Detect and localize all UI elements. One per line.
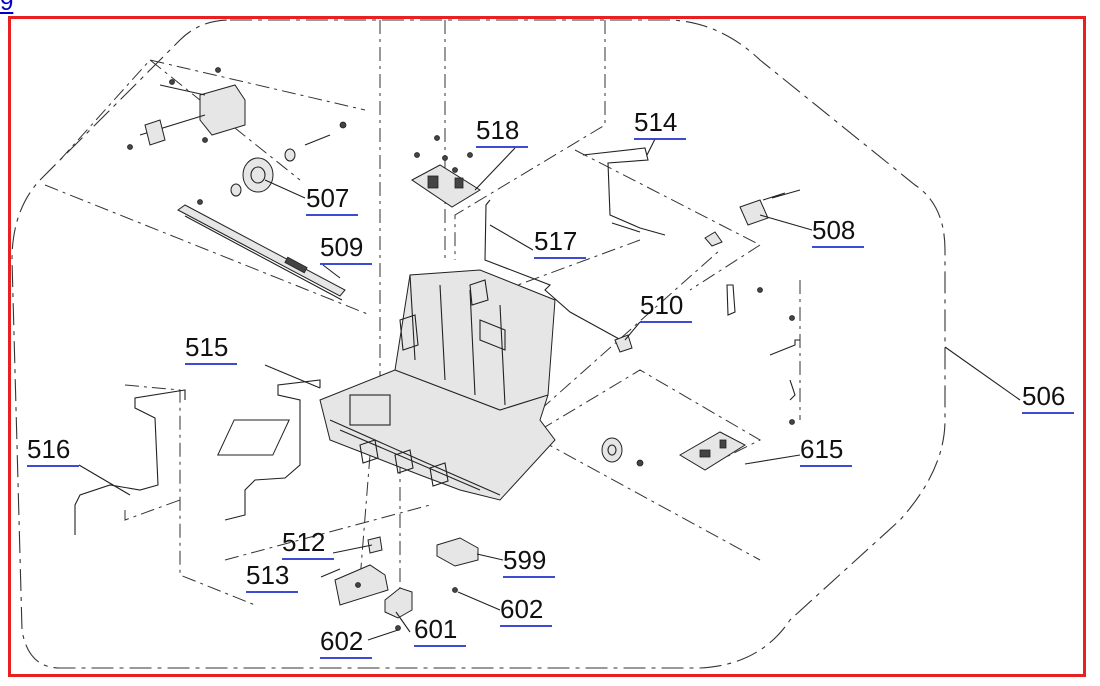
callout-518: 518 — [476, 115, 528, 148]
svg-text:509: 509 — [320, 232, 363, 262]
callout-517: 517 — [534, 226, 586, 259]
svg-text:599: 599 — [503, 545, 546, 575]
part-599-bracket — [436, 537, 479, 593]
svg-text:516: 516 — [27, 434, 70, 464]
callout-509: 509 — [320, 232, 372, 265]
part-509-rail — [177, 204, 346, 301]
callout-599: 599 — [503, 545, 555, 578]
part-615-board — [679, 431, 747, 471]
part-508-bracket — [704, 189, 801, 247]
callout-601: 601 — [414, 614, 466, 647]
callout-512: 512 — [282, 527, 334, 560]
svg-text:513: 513 — [246, 560, 289, 590]
part-515-rod — [224, 379, 321, 521]
callout-508: 508 — [812, 215, 864, 248]
diagram-frame — [8, 16, 1086, 677]
leader-lines — [78, 138, 1021, 641]
svg-text:515: 515 — [185, 332, 228, 362]
part-516-rod — [74, 389, 186, 535]
svg-text:602: 602 — [500, 594, 543, 624]
svg-text:508: 508 — [812, 215, 855, 245]
svg-text:514: 514 — [634, 107, 677, 137]
svg-text:615: 615 — [800, 434, 843, 464]
main-chassis-frame — [217, 269, 556, 501]
part-510-gear — [614, 334, 633, 353]
part-517-cable — [484, 199, 631, 346]
callout-506: 506 — [1022, 381, 1074, 414]
part-518-board — [411, 135, 481, 208]
callout-513: 513 — [246, 560, 298, 593]
assembly-guide-lines — [44, 20, 801, 610]
part-514-cable — [582, 147, 666, 236]
svg-text:518: 518 — [476, 115, 519, 145]
svg-text:507: 507 — [306, 183, 349, 213]
svg-text:512: 512 — [282, 527, 325, 557]
right-side-brackets — [726, 284, 800, 425]
part-512-clip — [367, 536, 383, 554]
callout-602-left: 602 — [320, 626, 372, 659]
svg-text:601: 601 — [414, 614, 457, 644]
svg-text:602: 602 — [320, 626, 363, 656]
svg-text:517: 517 — [534, 226, 577, 256]
svg-text:506: 506 — [1022, 381, 1065, 411]
part-601-lever — [384, 587, 413, 619]
callout-515: 515 — [185, 332, 237, 365]
callout-507: 507 — [306, 183, 358, 216]
part-513-holder — [334, 564, 389, 606]
callout-514: 514 — [634, 107, 686, 140]
callout-510: 510 — [640, 290, 692, 323]
callout-516: 516 — [27, 434, 79, 467]
figure-number-label: 9 — [0, 0, 14, 16]
svg-text:510: 510 — [640, 290, 683, 320]
roller-part — [601, 437, 644, 467]
callout-615: 615 — [800, 434, 852, 467]
assembly-outline-506 — [11, 19, 946, 669]
callout-602-right: 602 — [500, 594, 552, 627]
part-507-pulley-assembly — [127, 67, 347, 205]
